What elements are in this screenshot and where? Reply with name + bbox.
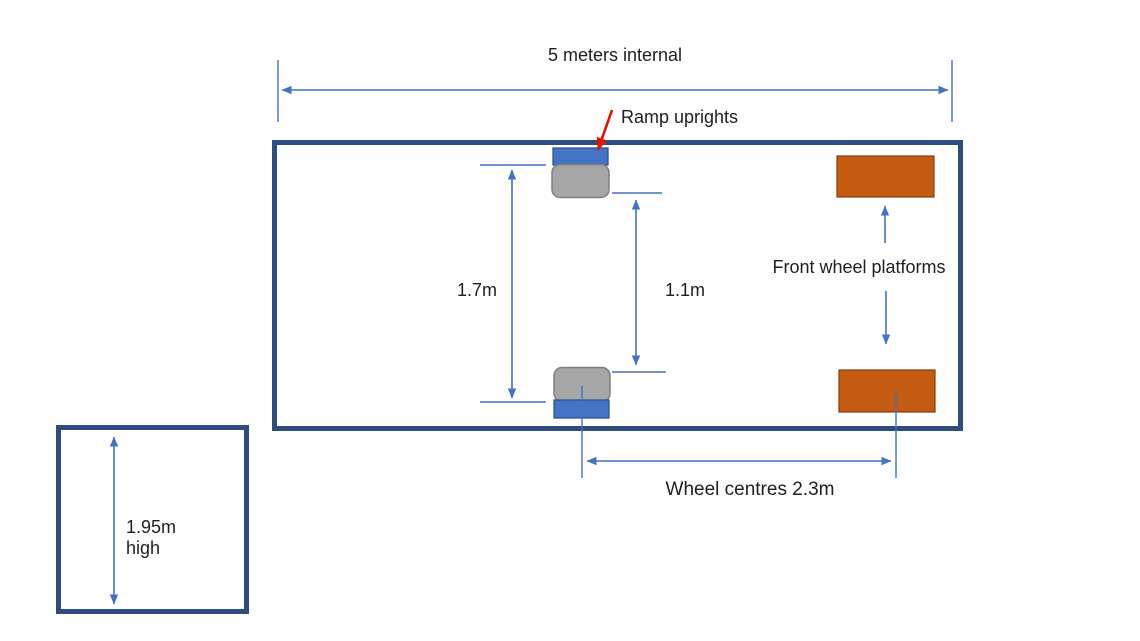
- internal-height-value: 1.95m: [126, 517, 177, 537]
- front-wheel-platform-bottom: [838, 369, 936, 413]
- dimension-inner-span: [612, 192, 666, 373]
- dimension-wheel-centres: [581, 386, 897, 478]
- dimension-upright-span: [480, 164, 546, 403]
- front-wheel-platform-top: [836, 155, 935, 198]
- internal-height-label: 1.95m high: [126, 517, 176, 558]
- wheel-centres-label: Wheel centres 2.3m: [665, 479, 835, 500]
- internal-height-unit: high: [126, 537, 161, 558]
- upright-span-label: 1.7m: [456, 280, 498, 300]
- height-box-outline: [56, 425, 249, 614]
- ramp-upright-top-pad: [551, 163, 610, 199]
- dimension-internal-length: [277, 60, 953, 122]
- internal-length-label: 5 meters internal: [547, 45, 683, 65]
- ramp-uprights-leader-arrow: [596, 109, 614, 151]
- front-wheel-platforms-label: Front wheel platforms: [772, 257, 946, 277]
- inner-span-label: 1.1m: [664, 280, 706, 300]
- platform-pointer-arrows: [880, 205, 891, 345]
- ramp-upright-top-blue: [552, 147, 609, 166]
- ramp-uprights-label: Ramp uprights: [621, 107, 739, 127]
